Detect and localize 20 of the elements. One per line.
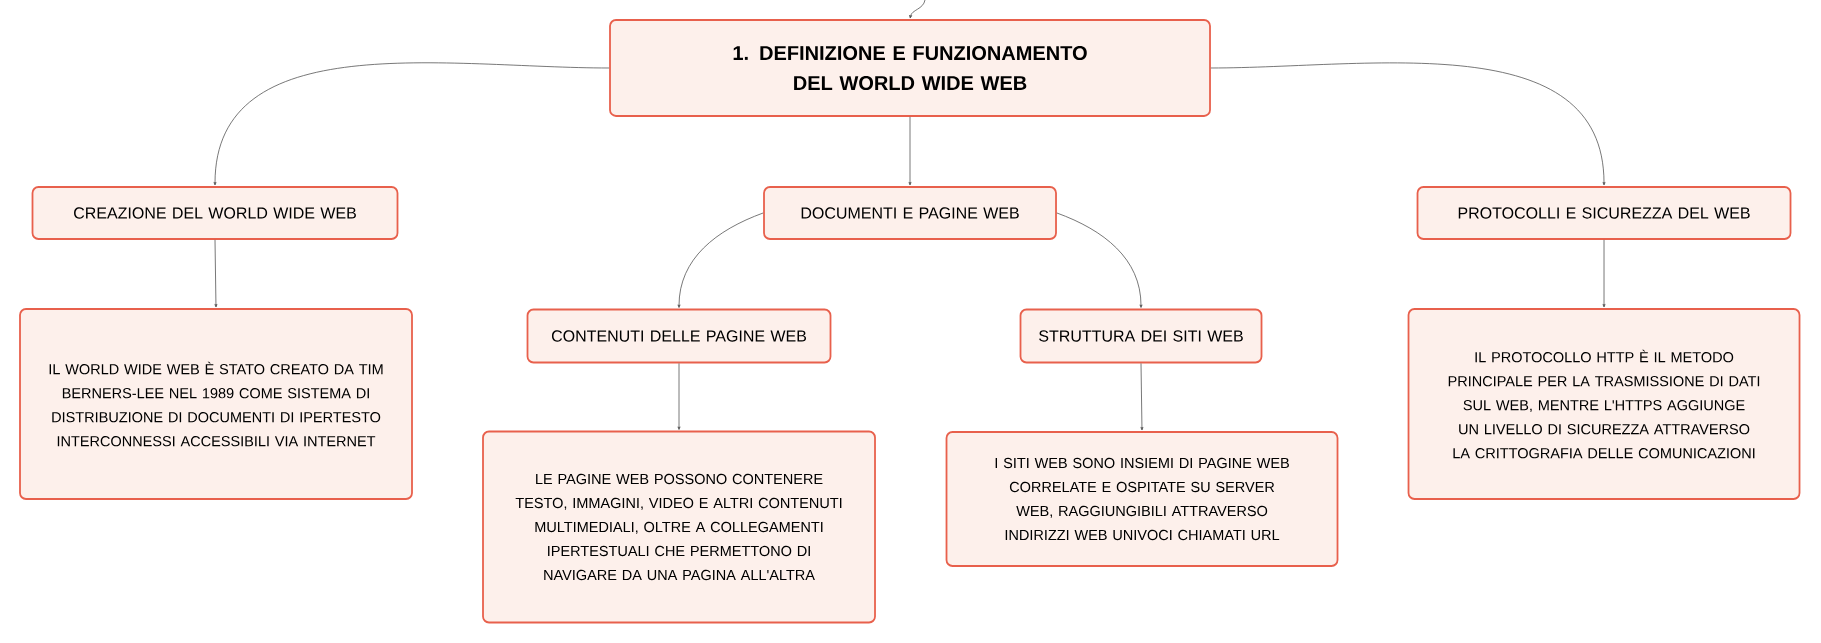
topic-box: CONTENUTI DELLE PAGINE WEB [526, 308, 832, 364]
connector-arrow [1140, 363, 1144, 431]
topic-box: CREAZIONE DEL WORLD WIDE WEB [31, 186, 399, 240]
description-box: IL WORLD WIDE WEB È STATO CREATO DA TIM BERNERS-LEE NEL 1989 COME SISTEMA DI DISTRIBUZIONE DI DOCUMENTI DI IPERTESTO INTERCONNESSI ACCESSIBILI VIA INTERNET [19, 308, 413, 500]
main-topic-box: 1. DEFINIZIONE E FUNZIONAMENTO DEL WORLD WIDE WEB [609, 19, 1211, 117]
connector-arrow [677, 212, 764, 308]
connector-arrow [909, 0, 926, 19]
connector-arrow [1210, 62, 1606, 186]
connector-arrow [213, 62, 610, 186]
connector-arrow [1602, 239, 1606, 308]
connector-arrow [908, 116, 912, 186]
description-box: IL PROTOCOLLO HTTP È IL METODO PRINCIPALE PER LA TRASMISSIONE DI DATI SUL WEB, MENTRE L'HTTPS AGGIUNGE UN LIVELLO DI SICUREZZA ATTRAVERSO LA CRITTOGRAFIA DELLE COMUNICAZIONI [1407, 308, 1801, 500]
connector-arrow [677, 363, 681, 430]
description-box: I SITI WEB SONO INSIEMI DI PAGINE WEB CORRELATE E OSPITATE SU SERVER WEB, RAGGIUNGIBILI ATTRAVERSO INDIRIZZI WEB UNIVOCI CHIAMATI URL [945, 431, 1339, 567]
topic-box: DOCUMENTI E PAGINE WEB [763, 186, 1057, 240]
topic-box: STRUTTURA DEI SITI WEB [1019, 308, 1263, 364]
connector-arrow [214, 239, 218, 308]
topic-box: PROTOCOLLI E SICUREZZA DEL WEB [1416, 186, 1792, 240]
connector-arrow [1056, 212, 1143, 308]
description-box: LE PAGINE WEB POSSONO CONTENERE TESTO, IMMAGINI, VIDEO E ALTRI CONTENUTI MULTIMEDIALI, OLTRE A COLLEGAMENTI IPERTESTUALI CHE PERMETTONO DI NAVIGARE DA UNA PAGINA ALL'ALTRA [482, 430, 876, 624]
